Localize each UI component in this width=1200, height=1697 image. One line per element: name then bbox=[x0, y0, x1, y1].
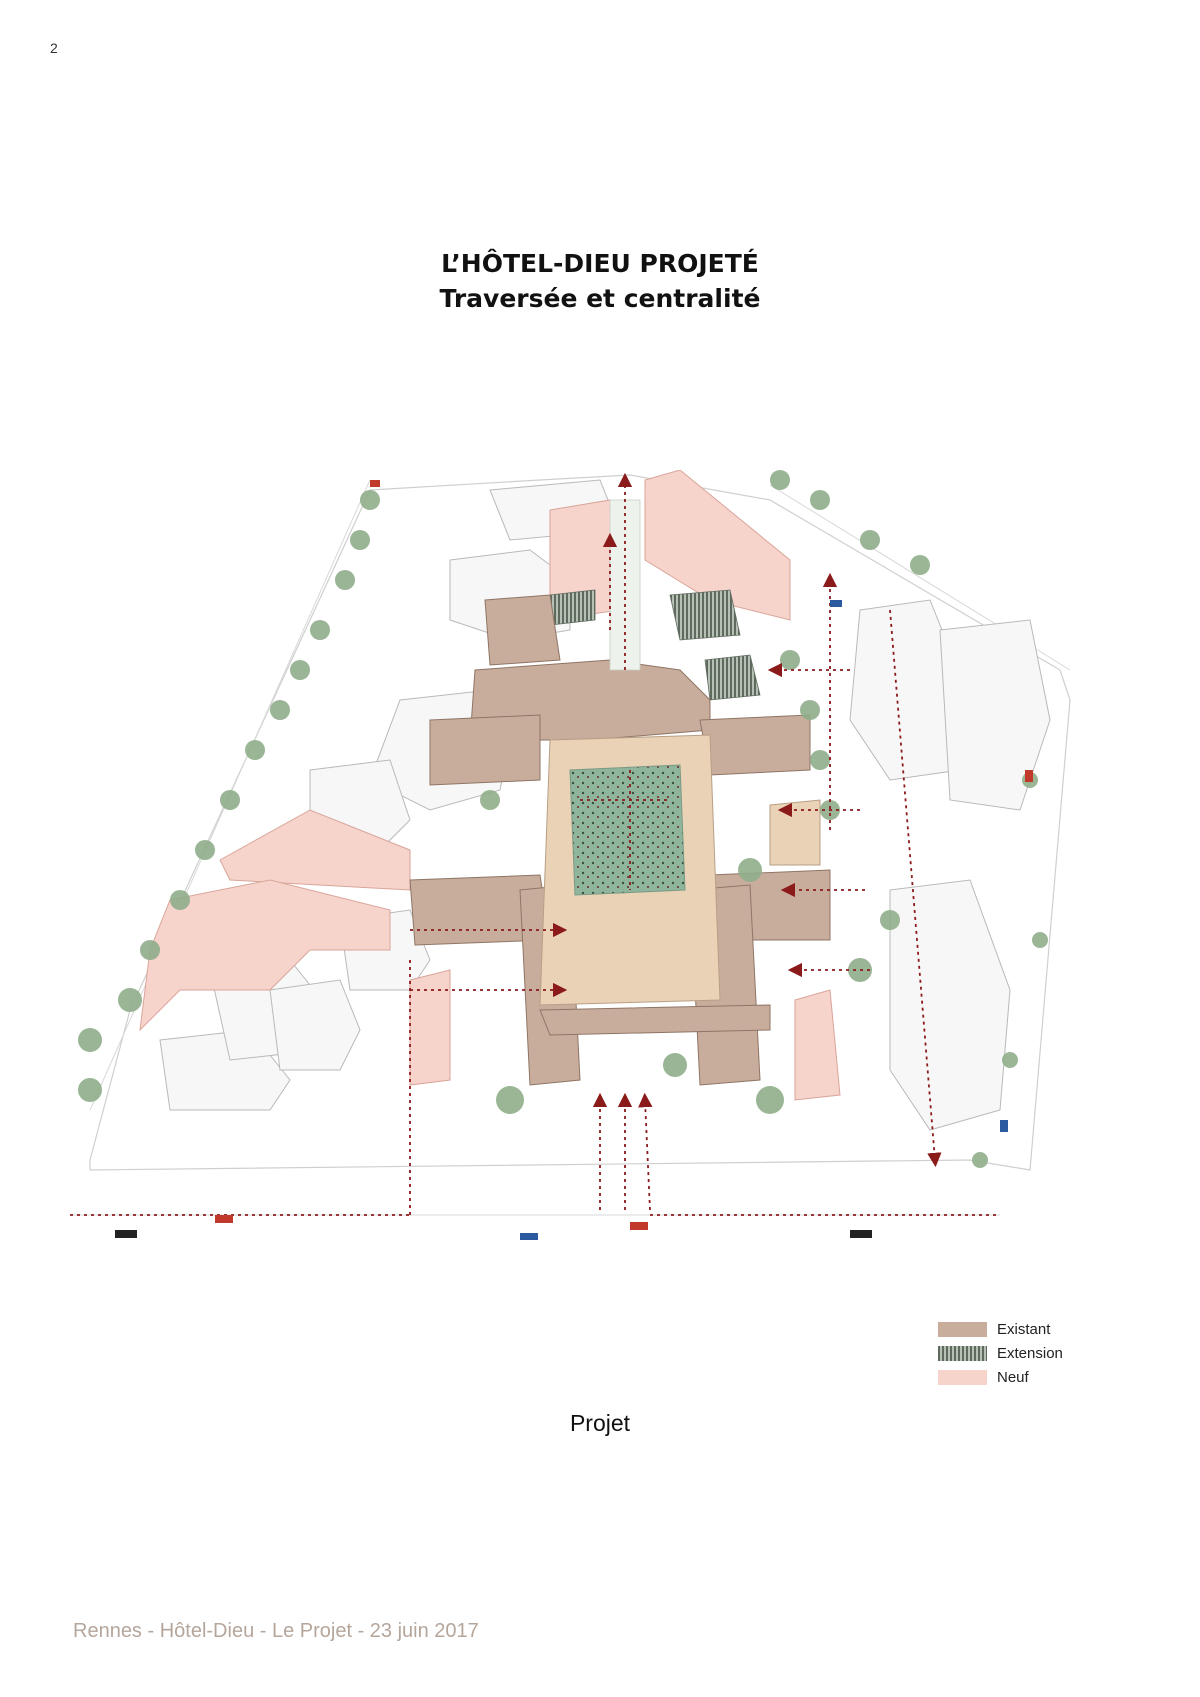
legend-item-extension: Extension bbox=[938, 1341, 1063, 1365]
new-buildings bbox=[139, 470, 841, 1101]
axonometric-site-plan bbox=[70, 470, 1135, 1240]
legend-swatch bbox=[938, 1345, 987, 1361]
title-block: L’HÔTEL-DIEU PROJETÉ Traversée et centra… bbox=[0, 246, 1200, 316]
legend-label: Extension bbox=[997, 1344, 1063, 1362]
circulation-arrows bbox=[70, 472, 1000, 1216]
page-subtitle: Traversée et centralité bbox=[439, 284, 761, 313]
legend-swatch bbox=[938, 1321, 987, 1337]
inner-garden bbox=[569, 764, 686, 896]
figure-caption: Projet bbox=[569, 1410, 631, 1436]
legend-swatch bbox=[938, 1369, 987, 1385]
cars bbox=[115, 480, 1033, 1240]
legend-label: Neuf bbox=[997, 1368, 1029, 1386]
page-footer: Rennes - Hôtel-Dieu - Le Projet - 23 jui… bbox=[73, 1620, 479, 1642]
legend-item-existant: Existant bbox=[938, 1317, 1063, 1341]
legend: Existant Extension Neuf bbox=[938, 1317, 1063, 1389]
legend-label: Existant bbox=[997, 1320, 1051, 1338]
page-title: L’HÔTEL-DIEU PROJETÉ bbox=[441, 249, 759, 278]
page-number: 2 bbox=[50, 40, 58, 56]
trees bbox=[78, 470, 1048, 1168]
legend-item-neuf: Neuf bbox=[938, 1365, 1063, 1389]
extension-buildings bbox=[549, 589, 761, 701]
